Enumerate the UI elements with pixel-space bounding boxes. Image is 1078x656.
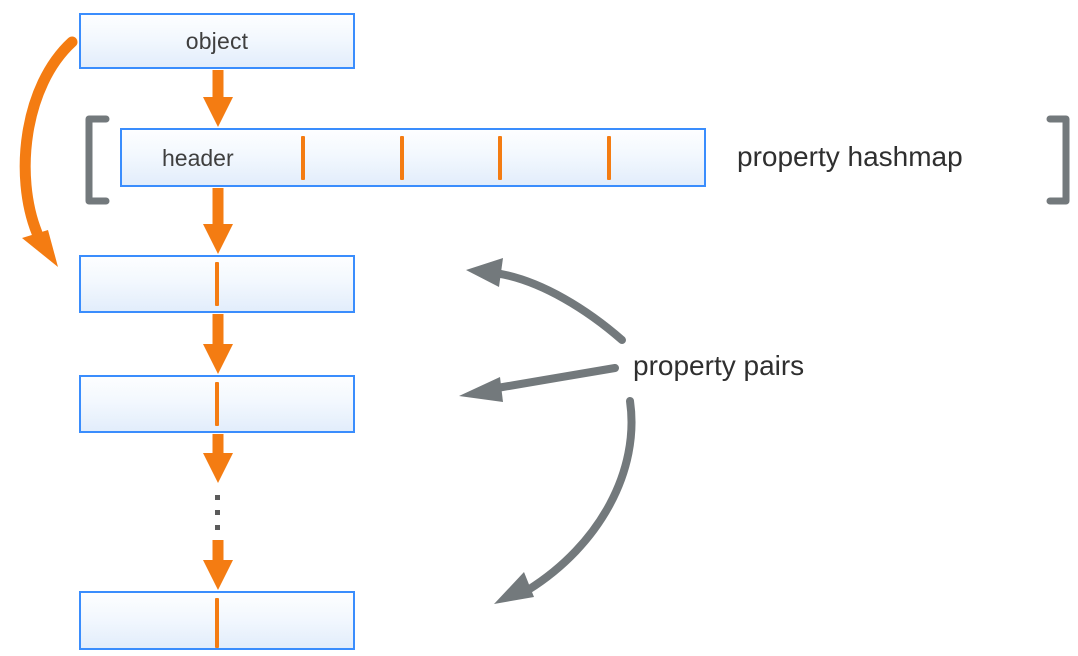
property-pair-tick-last xyxy=(215,598,219,648)
arrow-label-to-pair2-icon xyxy=(459,364,619,402)
arrow-object-to-first-pair-icon xyxy=(19,36,78,267)
object-box: object xyxy=(79,13,355,69)
hashmap-slot-tick-2 xyxy=(400,136,404,180)
property-pairs-label: property pairs xyxy=(633,350,805,381)
property-hashmap-label: property hashmap xyxy=(737,141,963,172)
vertical-ellipsis-icon xyxy=(215,495,220,530)
bracket-open-icon xyxy=(85,115,110,205)
hashmap-slot-tick-4 xyxy=(607,136,611,180)
hashmap-slot-tick-1 xyxy=(301,136,305,180)
hashmap-header-label: header xyxy=(162,145,234,171)
arrow-label-to-pair1-icon xyxy=(466,258,626,344)
object-box-label: object xyxy=(185,27,249,54)
arrow-ellipsis-to-last-pair-icon xyxy=(203,540,233,590)
property-pair-tick-1 xyxy=(215,262,219,306)
arrow-label-to-last-pair-icon xyxy=(494,397,636,604)
property-pair-tick-2 xyxy=(215,382,219,426)
arrow-pair2-to-ellipsis-icon xyxy=(203,434,233,483)
arrow-header-to-pair1-icon xyxy=(203,188,233,254)
hashmap-slot-tick-3 xyxy=(498,136,502,180)
arrow-pair1-to-pair2-icon xyxy=(203,314,233,374)
arrow-object-to-header-icon xyxy=(203,70,233,127)
bracket-close-icon xyxy=(1046,115,1070,205)
